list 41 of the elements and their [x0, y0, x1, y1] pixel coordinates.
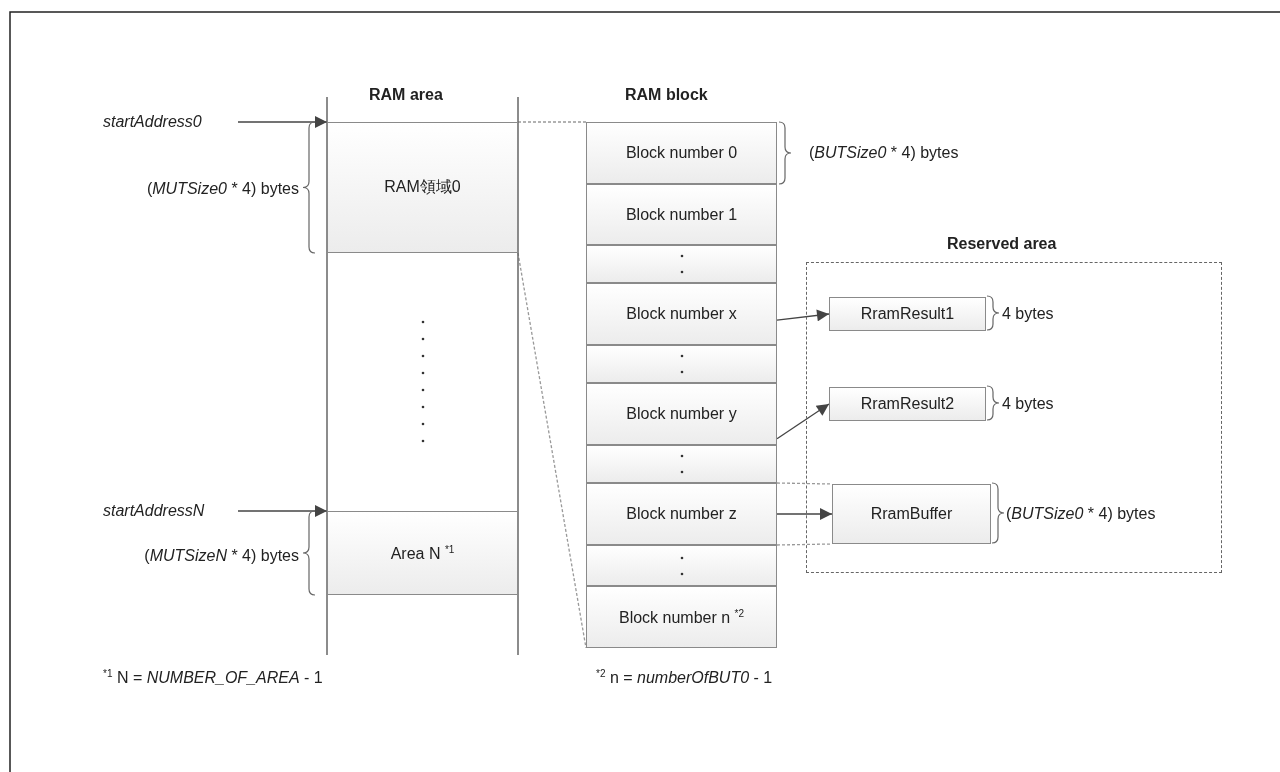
- arrow: [776, 508, 833, 520]
- address-label: startAddressN: [103, 501, 238, 521]
- block-label: RramResult2: [860, 395, 955, 413]
- arrow: [776, 403, 830, 440]
- block-label: Block number 1: [625, 205, 738, 224]
- memory-block: [586, 383, 777, 445]
- address-label: startAddress0: [103, 112, 238, 132]
- block-label: RAM領域0: [384, 177, 461, 197]
- block-label: Block number y: [626, 405, 737, 423]
- size-label: 4 bytes: [1002, 304, 1054, 324]
- block-label: Block number x: [626, 305, 737, 323]
- size-label: 4 bytes: [1002, 394, 1054, 414]
- projection-line: [517, 121, 587, 123]
- block-label: RramResult1: [860, 305, 955, 323]
- block-label: Block number z: [626, 505, 737, 523]
- memory-block: [586, 283, 777, 345]
- block-label: Block number 0: [625, 144, 738, 162]
- arrow: [237, 116, 328, 128]
- memory-block: [586, 483, 777, 545]
- size-label: (BUTSize0 * 4) bytes: [809, 143, 959, 163]
- block-label: Block number n $^{*2}$: [618, 607, 745, 627]
- ellipsis-block: [586, 245, 777, 283]
- arrow: [776, 309, 830, 322]
- ellipsis-block: [586, 545, 777, 586]
- size-label: (BUTSize0 * 4) bytes: [1006, 504, 1156, 524]
- ellipsis-block: [586, 445, 777, 483]
- projection-line: [776, 543, 833, 546]
- block-label: RramBuffer: [870, 505, 953, 523]
- memory-block: [586, 586, 777, 648]
- footnote: $^{*1}$ N = NUMBER_OF_AREA - 1: [103, 668, 323, 687]
- size-label: (MUTSize0 * 4) bytes: [146, 179, 299, 199]
- column-heading: RAM area: [369, 86, 443, 104]
- memory-block: [586, 184, 777, 245]
- size-label: (MUTSizeN * 4) bytes: [144, 546, 299, 566]
- area-heading: Reserved area: [947, 235, 1057, 253]
- block-label: Area N $^{*1}$: [390, 543, 455, 563]
- projection-line: [776, 482, 833, 485]
- arrow: [237, 505, 328, 517]
- footnote: $^{*2}$ n = numberOfBUT0 - 1: [596, 668, 773, 687]
- ellipsis-block: [586, 345, 777, 383]
- column-heading: RAM block: [625, 86, 708, 104]
